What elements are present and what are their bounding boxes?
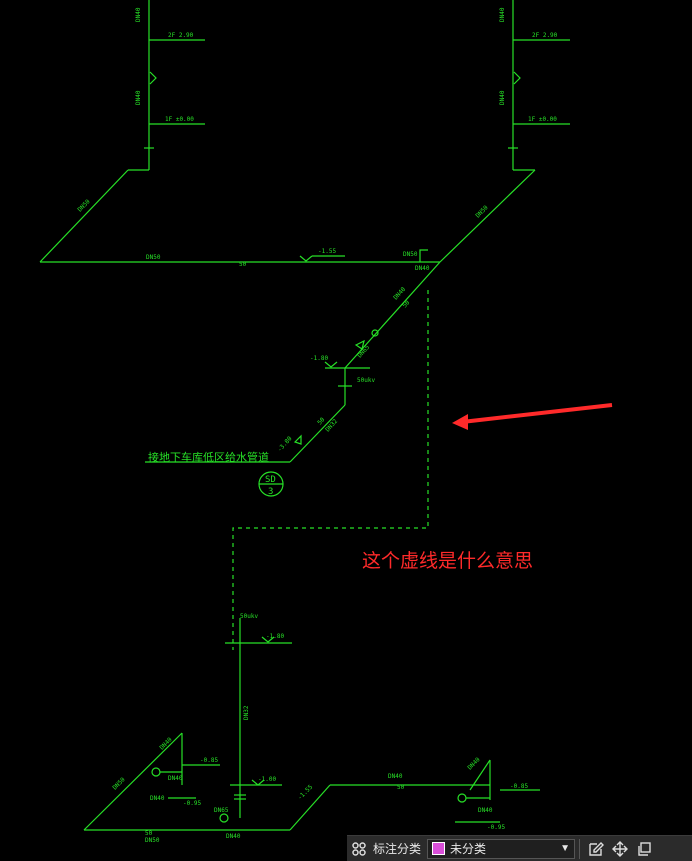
- svg-text:DN32: DN32: [243, 705, 250, 720]
- move-icon[interactable]: [608, 837, 632, 861]
- svg-text:DN50: DN50: [145, 837, 160, 844]
- svg-text:DN50: DN50: [146, 254, 161, 261]
- category-label: 标注分类: [373, 842, 422, 856]
- svg-text:50: 50: [316, 416, 326, 426]
- svg-text:DN40: DN40: [499, 7, 506, 22]
- svg-text:-1.80: -1.80: [266, 633, 284, 640]
- svg-text:DN40: DN40: [388, 773, 403, 780]
- chevron-down-icon: ▼: [560, 843, 571, 854]
- svg-text:1F ±0.00: 1F ±0.00: [165, 116, 194, 123]
- bottom-network: DN50 50 DN50 DN40 DN40 -0.85 DN40 -0.95 …: [83, 732, 540, 844]
- svg-text:DN50: DN50: [474, 204, 489, 219]
- svg-text:DN40: DN40: [135, 7, 142, 22]
- svg-text:2F 2.90: 2F 2.90: [532, 32, 558, 39]
- red-arrow-annotation: [452, 403, 613, 430]
- svg-text:DN40: DN40: [168, 775, 183, 782]
- svg-text:1F ±0.00: 1F ±0.00: [528, 116, 557, 123]
- svg-text:50: 50: [145, 830, 153, 837]
- svg-text:-1.80: -1.80: [310, 355, 328, 362]
- color-swatch: [432, 842, 446, 855]
- svg-text:DN50: DN50: [403, 251, 418, 258]
- svg-text:-0.85: -0.85: [510, 783, 528, 790]
- svg-text:-0.85: -0.85: [200, 757, 218, 764]
- svg-text:50: 50: [239, 261, 247, 268]
- svg-text:DN50: DN50: [76, 198, 91, 213]
- svg-text:-1.55: -1.55: [318, 248, 336, 255]
- grid-icon[interactable]: [347, 837, 371, 861]
- svg-text:2F 2.90: 2F 2.90: [168, 32, 194, 39]
- svg-text:-3.80: -3.80: [276, 435, 294, 453]
- category-select-value: 未分类: [450, 842, 487, 856]
- toolbar-divider: [579, 838, 581, 859]
- right-riser: 2F 2.90 DN40 1F ±0.00 DN40 DN50: [439, 0, 570, 263]
- question-annotation: 这个虚线是什么意思: [362, 550, 534, 572]
- copy-icon[interactable]: [632, 837, 656, 861]
- svg-text:SD: SD: [265, 475, 276, 485]
- dashed-line[interactable]: [232, 290, 429, 650]
- left-riser: 2F 2.90 DN40 1F ±0.00 DN40 DN50: [39, 0, 205, 263]
- svg-text:50ukv: 50ukv: [240, 613, 258, 620]
- svg-text:DN65: DN65: [214, 807, 229, 814]
- svg-text:DN40: DN40: [478, 807, 493, 814]
- horizontal-main: DN50 50 -1.55 DN50 DN40: [40, 248, 440, 272]
- svg-text:3: 3: [268, 487, 273, 497]
- svg-text:-0.95: -0.95: [487, 824, 505, 831]
- pipe-note: 接地下车库低区给水管道: [148, 450, 269, 464]
- svg-text:DN40: DN40: [415, 265, 430, 272]
- svg-text:-1.00: -1.00: [258, 776, 276, 783]
- svg-text:DN40: DN40: [150, 795, 165, 802]
- lower-riser: 50ukv -1.80 DN32 -1.00 DN65: [214, 613, 292, 823]
- svg-text:DN40: DN40: [466, 756, 481, 771]
- svg-text:50: 50: [397, 784, 405, 791]
- edit-icon[interactable]: [584, 837, 608, 861]
- category-select[interactable]: 未分类 ▼: [427, 838, 576, 859]
- svg-text:DN32: DN32: [324, 418, 339, 434]
- svg-text:50ukv: 50ukv: [357, 377, 375, 384]
- annotation-toolbar: 标注分类 未分类 ▼: [347, 835, 692, 861]
- svg-text:-0.95: -0.95: [183, 800, 201, 807]
- diagonal-drop: DN40 50 DN65 -1.80 50ukv 50 DN32 -3.80 接…: [145, 261, 441, 497]
- svg-text:DN40: DN40: [499, 90, 506, 105]
- svg-text:50: 50: [401, 299, 411, 309]
- svg-text:-1.55: -1.55: [296, 783, 314, 801]
- svg-text:DN40: DN40: [226, 833, 241, 840]
- svg-text:DN40: DN40: [135, 90, 142, 105]
